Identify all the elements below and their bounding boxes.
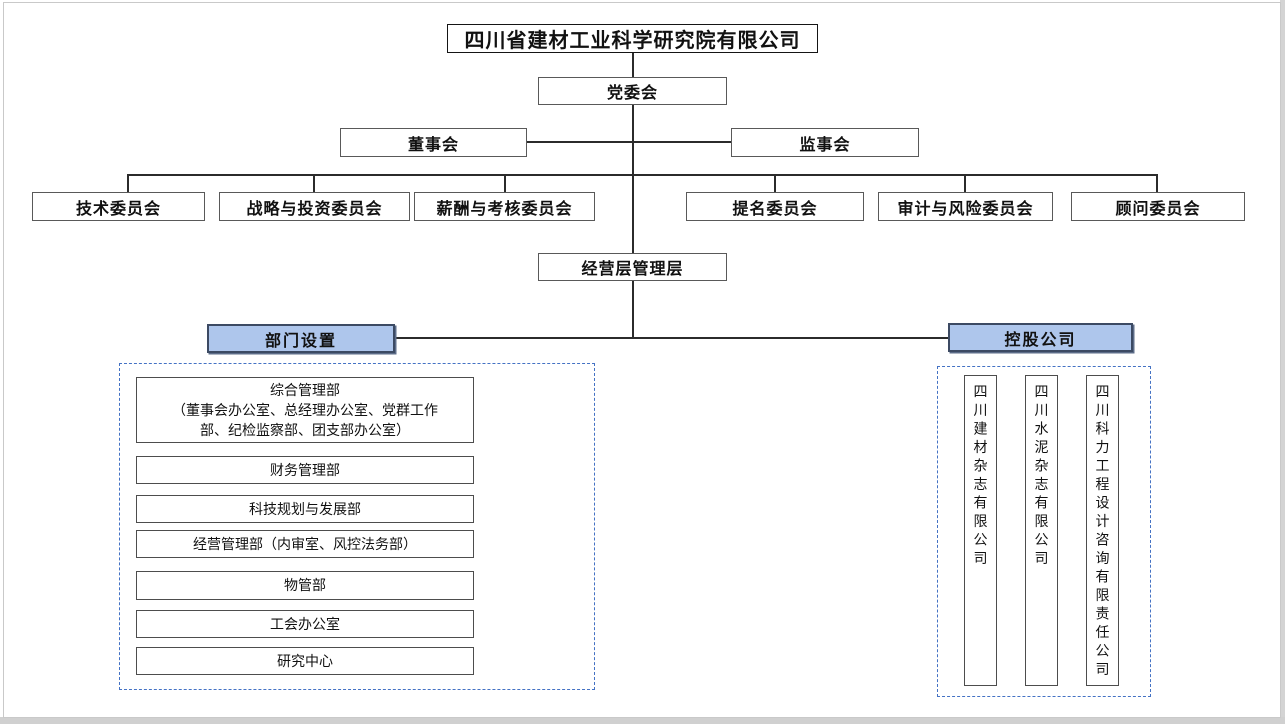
management-layer-label: 经营层管理层 [581,261,684,278]
department-scitech-planning-label: 科技规划与发展部 [249,500,361,517]
holding-company-keli-engineering-label: 四川科力工程设计咨询有限责任公司 [1094,384,1111,680]
board-box: 董事会 [340,128,527,157]
connector-drop-committee-1 [127,174,129,193]
connector-departments-holdings [395,337,948,339]
supervisory-board-box: 监事会 [731,128,919,157]
department-scitech-planning-box: 科技规划与发展部 [136,495,474,523]
connector-committee-trunk [127,174,1158,176]
committee-audit-risk-label: 审计与风险委员会 [897,200,1034,218]
department-property-label: 物管部 [284,577,326,594]
connector-party-management [632,105,634,253]
committee-compensation-assessment-label: 薪酬与考核委员会 [436,200,573,218]
department-operations-box: 经营管理部（内审室、风控法务部） [136,530,474,558]
department-finance-box: 财务管理部 [136,456,474,484]
page-edge-right [1280,0,1285,724]
connector-management-branch [632,281,634,339]
department-research-center-label: 研究中心 [277,652,333,669]
department-property-box: 物管部 [136,571,474,600]
holding-company-jiancai-magazine-label: 四川建材杂志有限公司 [972,384,989,569]
company-title: 四川省建材工业科学研究院有限公司 [464,30,801,52]
committee-nomination-box: 提名委员会 [686,192,864,221]
department-union-office-label: 工会办公室 [270,615,340,632]
connector-drop-committee-3 [504,174,506,193]
connector-drop-committee-4 [774,174,776,193]
committee-strategy-investment-label: 战略与投资委员会 [246,200,383,218]
holding-company-jiancai-magazine-box: 四川建材杂志有限公司 [964,375,997,686]
company-title-box: 四川省建材工业科学研究院有限公司 [447,24,818,53]
departments-group-outline [119,363,595,690]
holdings-group-outline [937,366,1151,697]
connector-drop-committee-6 [1156,174,1158,193]
committee-advisory-box: 顾问委员会 [1071,192,1245,221]
holdings-header-label: 控股公司 [1004,331,1077,349]
department-general-management-label: 综合管理部 （董事会办公室、总经理办公室、党群工作 部、纪检监察部、团支部办公室… [172,381,438,439]
holding-company-shuini-magazine-label: 四川水泥杂志有限公司 [1033,384,1050,569]
party-committee-box: 党委会 [538,77,727,105]
department-union-office-box: 工会办公室 [136,610,474,638]
committee-technology-label: 技术委员会 [75,200,161,218]
connector-board-supervisory [527,141,731,143]
department-general-management-box: 综合管理部 （董事会办公室、总经理办公室、党群工作 部、纪检监察部、团支部办公室… [136,377,474,443]
committee-compensation-assessment-box: 薪酬与考核委员会 [414,192,595,221]
page-edge-bottom [0,717,1285,724]
committee-audit-risk-box: 审计与风险委员会 [878,192,1053,221]
committee-nomination-label: 提名委员会 [732,200,818,218]
departments-header-box: 部门设置 [207,324,395,353]
committee-advisory-label: 顾问委员会 [1115,200,1201,218]
committee-strategy-investment-box: 战略与投资委员会 [219,192,410,221]
department-finance-label: 财务管理部 [270,461,340,478]
departments-header-label: 部门设置 [264,332,337,350]
party-committee-label: 党委会 [606,85,658,102]
supervisory-board-label: 监事会 [799,136,851,154]
holdings-header-box: 控股公司 [948,323,1133,352]
committee-technology-box: 技术委员会 [32,192,205,221]
connector-drop-committee-5 [964,174,966,193]
board-label: 董事会 [407,136,459,154]
holding-company-shuini-magazine-box: 四川水泥杂志有限公司 [1025,375,1058,686]
connector-title-party [632,53,634,77]
department-operations-label: 经营管理部（内审室、风控法务部） [193,535,417,552]
department-research-center-box: 研究中心 [136,647,474,675]
management-layer-box: 经营层管理层 [538,253,727,281]
connector-drop-committee-2 [313,174,315,193]
holding-company-keli-engineering-box: 四川科力工程设计咨询有限责任公司 [1086,375,1119,686]
